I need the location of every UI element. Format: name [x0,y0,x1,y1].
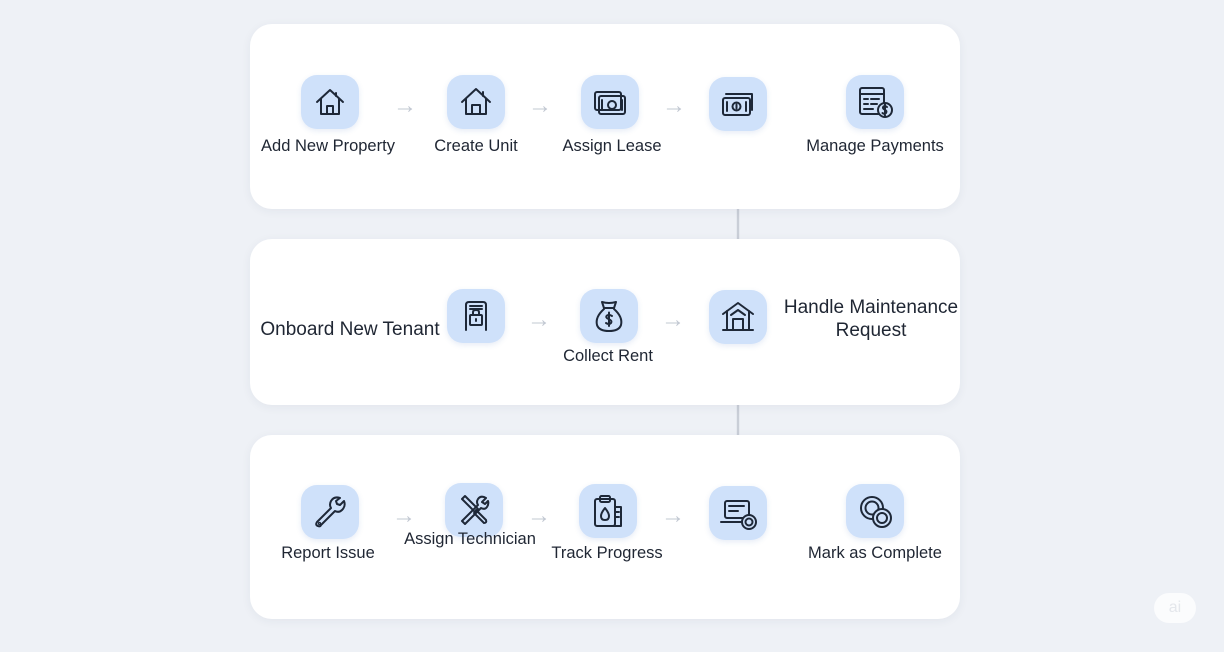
laptop-check-icon[interactable] [709,486,767,540]
cash-icon[interactable] [581,75,639,129]
house-icon[interactable] [301,75,359,129]
step-track-progress: Track Progress [551,544,663,562]
step-assign-technician: Assign Technician [404,530,536,548]
step-add-new-property: Add New Property [261,137,395,155]
ai-badge: ai [1154,593,1196,623]
arrow-right-icon: → [661,502,685,529]
step-handle-maintenance-request: Handle Maintenance Request [783,297,959,341]
complete-circles-icon[interactable] [846,484,904,538]
step-assign-lease: Assign Lease [562,137,662,155]
arrow-right-icon: → [528,92,552,119]
arrow-right-icon: → [392,502,416,529]
money-bag-icon[interactable] [580,289,638,343]
invoice-dollar-icon[interactable] [846,75,904,129]
house-icon[interactable] [447,75,505,129]
step-create-unit: Create Unit [434,137,518,155]
arrow-right-icon: → [527,306,551,333]
banknotes-icon[interactable] [709,77,767,131]
step-manage-payments: Manage Payments [806,137,944,155]
clipboard-icon[interactable] [579,484,637,538]
tools-icon[interactable] [445,483,503,537]
arrow-right-icon: → [527,502,551,529]
step-collect-rent: Collect Rent [563,347,653,365]
garage-house-icon[interactable] [709,290,767,344]
arrow-right-icon: → [662,92,686,119]
arrow-right-icon: → [393,92,417,119]
tenant-door-icon[interactable] [447,289,505,343]
wrench-icon[interactable] [301,485,359,539]
step-mark-as-complete: Mark as Complete [808,544,942,562]
arrow-right-icon: → [661,306,685,333]
step-report-issue: Report Issue [281,544,375,562]
step-onboard-new-tenant: Onboard New Tenant [260,319,440,340]
